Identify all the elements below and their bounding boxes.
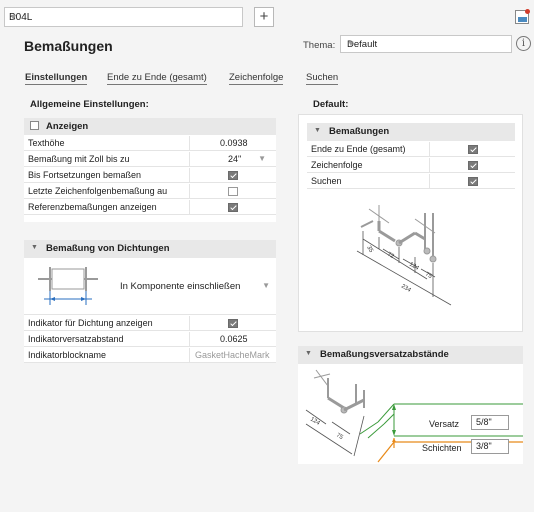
- dimension-preview-diagram: 35 72 124 75 234: [356, 205, 452, 306]
- inch-threshold-select[interactable]: 24" ▼: [189, 152, 276, 167]
- collapse-caret-icon: ▼: [314, 127, 321, 134]
- versatz-input[interactable]: 5/8": [471, 415, 509, 430]
- tab-zeichenfolge[interactable]: Zeichenfolge: [229, 72, 284, 85]
- property-row: Texthöhe 0.0938: [24, 136, 276, 151]
- display-panel-header[interactable]: Anzeigen: [24, 118, 276, 135]
- diagram-dim-label: 234: [400, 284, 412, 295]
- last-string-dim-checkbox[interactable]: [228, 187, 238, 196]
- property-label: Texthöhe: [28, 138, 65, 148]
- diagram-dim-label: 75: [424, 272, 433, 281]
- property-label: Letzte Zeichenfolgenbemaßung au: [28, 186, 168, 196]
- gasket-option-select[interactable]: In Komponente einschließen ▼: [24, 259, 276, 315]
- dim-to-continuation-checkbox[interactable]: [228, 171, 238, 180]
- property-label: Ende zu Ende (gesamt): [311, 144, 406, 154]
- gasket-option-value: In Komponente einschließen: [120, 281, 241, 292]
- property-label: Referenzbemaßungen anzeigen: [28, 202, 157, 212]
- style-selector-value: B04L: [9, 12, 33, 23]
- diagram-dim-label: 124: [309, 417, 321, 428]
- tab-suchen[interactable]: Suchen: [306, 72, 339, 85]
- collapse-caret-icon: ▼: [31, 244, 38, 251]
- property-row: Indikator für Dichtung anzeigen: [24, 316, 276, 331]
- diagram-dim-label: 75: [335, 433, 344, 442]
- offsets-panel-title: Bemaßungsversatzabstände: [320, 349, 449, 360]
- indicator-offset-value: 0.0625: [220, 334, 248, 344]
- property-row: Referenzbemaßungen anzeigen: [24, 200, 276, 215]
- property-value-cell[interactable]: 0.0938: [189, 136, 276, 151]
- default-dimensions-header[interactable]: ▼ Bemaßungen: [307, 123, 515, 141]
- tab-einstellungen[interactable]: Einstellungen: [25, 72, 88, 85]
- text-height-value: 0.0938: [220, 138, 248, 148]
- property-value-cell: [429, 158, 515, 173]
- gasket-panel-title: Bemaßung von Dichtungen: [46, 243, 170, 254]
- chevron-down-icon: ▼: [262, 281, 270, 290]
- property-label: Suchen: [311, 176, 342, 186]
- theme-label: Thema:: [303, 40, 336, 51]
- diagram-dim-label: 35: [365, 245, 374, 254]
- property-label: Indikator für Dichtung anzeigen: [28, 318, 153, 328]
- property-row: Ende zu Ende (gesamt): [307, 142, 515, 157]
- property-row: Indikatorblockname GasketHacheMark: [24, 348, 276, 363]
- indicator-block-value: GasketHacheMark: [195, 350, 270, 360]
- offset-diagram: 124 75: [305, 369, 523, 463]
- add-style-button[interactable]: +: [254, 7, 274, 27]
- gasket-indicator-checkbox[interactable]: [228, 319, 238, 328]
- gasket-panel-header[interactable]: ▼ Bemaßung von Dichtungen: [24, 240, 276, 258]
- offsets-panel: 124 75 Versatz 5/8" Schichten 3/8": [298, 364, 523, 464]
- chevron-down-icon: ▼: [347, 39, 355, 48]
- property-label: Indikatorblockname: [28, 350, 107, 360]
- diagram-dim-label: 124: [408, 262, 420, 273]
- display-panel: Anzeigen Texthöhe 0.0938 Bemaßung mit Zo…: [24, 118, 276, 222]
- reference-dims-checkbox[interactable]: [228, 203, 238, 212]
- property-value-cell: [189, 168, 276, 183]
- default-string-checkbox[interactable]: [468, 161, 478, 170]
- versatz-label: Versatz: [429, 419, 460, 429]
- general-settings-heading: Allgemeine Einstellungen:: [30, 99, 149, 110]
- default-dimensions-title: Bemaßungen: [329, 126, 390, 137]
- theme-selector-value: Default: [347, 39, 378, 50]
- default-heading: Default:: [313, 99, 349, 110]
- property-value-cell: [189, 184, 276, 199]
- property-row: Letzte Zeichenfolgenbemaßung au: [24, 184, 276, 199]
- top-bar: B04L ▼ +: [0, 0, 534, 34]
- tab-ende-zu-ende[interactable]: Ende zu Ende (gesamt): [107, 72, 207, 85]
- gasket-diagram: [38, 267, 98, 305]
- chevron-down-icon: ▼: [9, 12, 18, 22]
- palette-icon[interactable]: [515, 9, 530, 24]
- default-search-checkbox[interactable]: [468, 177, 478, 186]
- collapse-caret-icon: ▼: [305, 350, 312, 357]
- collapse-box-icon: [30, 121, 39, 130]
- property-label: Bemaßung mit Zoll bis zu: [28, 154, 130, 164]
- default-end-to-end-checkbox[interactable]: [468, 145, 478, 154]
- diagram-dim-label: 72: [386, 252, 395, 261]
- schichten-input[interactable]: 3/8": [471, 439, 509, 454]
- style-selector[interactable]: B04L ▼: [4, 7, 243, 27]
- property-label: Zeichenfolge: [311, 160, 363, 170]
- display-panel-title: Anzeigen: [46, 121, 89, 132]
- property-value-cell: [189, 316, 276, 331]
- default-dimensions-panel: ▼ Bemaßungen Ende zu Ende (gesamt) Zeich…: [298, 114, 523, 332]
- property-row: Bemaßung mit Zoll bis zu 24" ▼: [24, 152, 276, 167]
- schichten-label: Schichten: [422, 443, 462, 453]
- property-label: Bis Fortsetzungen bemaßen: [28, 170, 142, 180]
- indicator-offset-cell[interactable]: 0.0625: [189, 332, 276, 347]
- property-value-cell: [429, 142, 515, 157]
- chevron-down-icon: ▼: [258, 154, 266, 163]
- property-row: Zeichenfolge: [307, 158, 515, 173]
- inch-threshold-value: 24": [228, 154, 242, 164]
- offsets-panel-header[interactable]: ▼ Bemaßungsversatzabstände: [298, 346, 523, 364]
- indicator-block-cell[interactable]: GasketHacheMark: [189, 348, 276, 363]
- property-row: Indikatorversatzabstand 0.0625: [24, 332, 276, 347]
- property-value-cell: [429, 174, 515, 189]
- gasket-panel: ▼ Bemaßung von Dichtungen In Komponente …: [24, 240, 276, 363]
- info-icon[interactable]: i: [516, 36, 531, 51]
- theme-selector[interactable]: Default ▼: [340, 35, 512, 53]
- property-value-cell: [189, 200, 276, 215]
- property-label: Indikatorversatzabstand: [28, 334, 124, 344]
- property-row: Suchen: [307, 174, 515, 189]
- property-row: Bis Fortsetzungen bemaßen: [24, 168, 276, 183]
- page-title: Bemaßungen: [24, 38, 113, 54]
